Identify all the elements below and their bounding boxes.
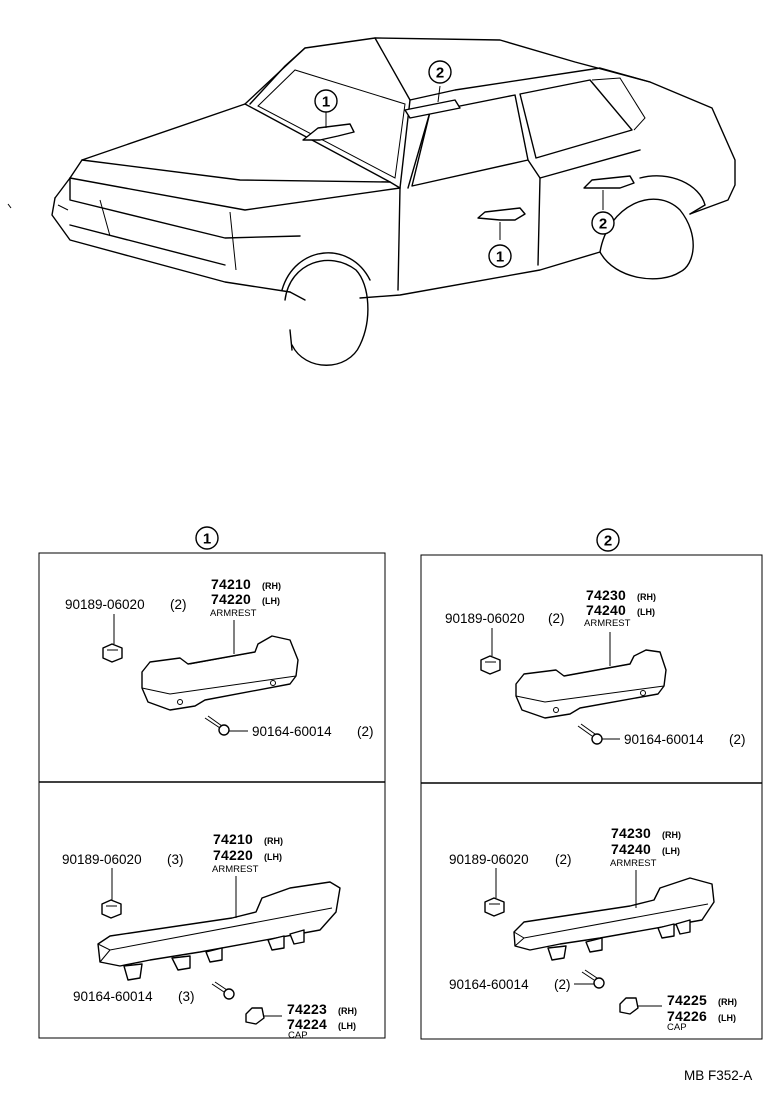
armrest-part-number-rh: 74210 — [211, 576, 251, 592]
screw-part-drawing — [577, 723, 620, 745]
armrest-part-drawing — [141, 620, 299, 711]
cap-part-drawing — [245, 1007, 282, 1025]
armrest-part-number-lh: 74220 — [211, 591, 251, 607]
armrest-part-number-lh: 74240 — [586, 602, 626, 618]
cap-part-number-rh: 74225 — [667, 992, 707, 1008]
screw-part-number: 90164-60014 — [73, 989, 153, 1004]
armrest-label: ARMREST — [610, 858, 657, 869]
lh-label: (LH) — [264, 852, 282, 862]
callout-number: 1 — [322, 94, 330, 111]
car-callout-1b: 1 — [488, 244, 512, 268]
clip-quantity: (2) — [555, 852, 572, 867]
clip-part-number: 90189-06020 — [449, 852, 529, 867]
callout-number: 1 — [496, 249, 504, 266]
callout-number: 2 — [599, 216, 607, 233]
cap-part-number-lh: 74224 — [287, 1016, 327, 1032]
screw-part-number: 90164-60014 — [449, 977, 529, 992]
panel-2-top: 90189-06020 (2) 74230 (RH) 74240 (LH) AR… — [445, 587, 746, 747]
clip-part-number: 90189-06020 — [62, 852, 142, 867]
rh-label: (RH) — [338, 1006, 357, 1016]
section-callout-1: 1 — [195, 526, 219, 550]
armrest-part-number-rh: 74230 — [586, 587, 626, 603]
rh-label: (RH) — [262, 581, 281, 591]
clip-part-drawing — [101, 868, 122, 919]
armrest-part-drawing — [513, 870, 715, 961]
lh-label: (LH) — [338, 1021, 356, 1031]
panel-2-bottom: 90189-06020 (2) 74230 (RH) 74240 (LH) AR… — [449, 825, 737, 1033]
panel-1-top: 90189-06020 (2) 74210 (RH) 74220 (LH) AR… — [65, 576, 374, 739]
panel-1-frame — [38, 552, 386, 1039]
screw-quantity: (2) — [729, 732, 746, 747]
panel-1-bottom: 90189-06020 (3) 74210 (RH) 74220 (LH) AR… — [62, 831, 357, 1041]
lh-label: (LH) — [262, 596, 280, 606]
clip-quantity: (3) — [167, 852, 184, 867]
screw-quantity: (2) — [554, 977, 571, 992]
rh-label: (RH) — [718, 997, 737, 1007]
rh-label: (RH) — [662, 830, 681, 840]
screw-quantity: (2) — [357, 724, 374, 739]
car-callout-2a: 2 — [428, 60, 452, 84]
clip-part-drawing — [480, 628, 501, 675]
callout-number: 2 — [436, 65, 444, 82]
callout-number: 1 — [203, 531, 211, 548]
rh-label: (RH) — [637, 592, 656, 602]
cap-part-number-rh: 74223 — [287, 1001, 327, 1017]
clip-part-number: 90189-06020 — [445, 611, 525, 626]
cap-part-drawing — [619, 997, 662, 1015]
armrest-part-drawing — [515, 632, 667, 719]
car-callout-2b: 2 — [591, 211, 615, 235]
screw-part-number: 90164-60014 — [252, 724, 332, 739]
clip-quantity: (2) — [548, 611, 565, 626]
rh-label: (RH) — [264, 836, 283, 846]
figure-code: MB F352-A — [684, 1068, 752, 1083]
lh-label: (LH) — [718, 1013, 736, 1023]
lh-label: (LH) — [662, 846, 680, 856]
cap-label: CAP — [667, 1022, 687, 1033]
armrest-part-number-rh: 74210 — [213, 831, 253, 847]
section-callout-2: 2 — [596, 528, 620, 552]
armrest-part-drawing — [97, 876, 341, 981]
screw-part-drawing — [204, 715, 248, 736]
screw-part-drawing — [574, 969, 605, 989]
armrest-part-number-lh: 74240 — [611, 841, 651, 857]
lh-label: (LH) — [637, 607, 655, 617]
callout-number: 2 — [604, 533, 612, 550]
car-illustration — [7, 37, 736, 366]
screw-quantity: (3) — [178, 989, 195, 1004]
armrest-part-number-rh: 74230 — [611, 825, 651, 841]
clip-part-drawing — [102, 614, 123, 663]
clip-part-number: 90189-06020 — [65, 597, 145, 612]
screw-part-drawing — [211, 981, 235, 1000]
car-callout-1a: 1 — [314, 89, 338, 113]
cap-part-number-lh: 74226 — [667, 1008, 707, 1024]
screw-part-number: 90164-60014 — [624, 732, 704, 747]
cap-label: CAP — [288, 1030, 308, 1041]
armrest-label: ARMREST — [212, 864, 259, 875]
armrest-part-number-lh: 74220 — [213, 847, 253, 863]
clip-part-drawing — [484, 868, 505, 917]
armrest-label: ARMREST — [210, 608, 257, 619]
armrest-label: ARMREST — [584, 618, 631, 629]
panel-2-frame — [420, 554, 763, 1040]
clip-quantity: (2) — [170, 597, 187, 612]
